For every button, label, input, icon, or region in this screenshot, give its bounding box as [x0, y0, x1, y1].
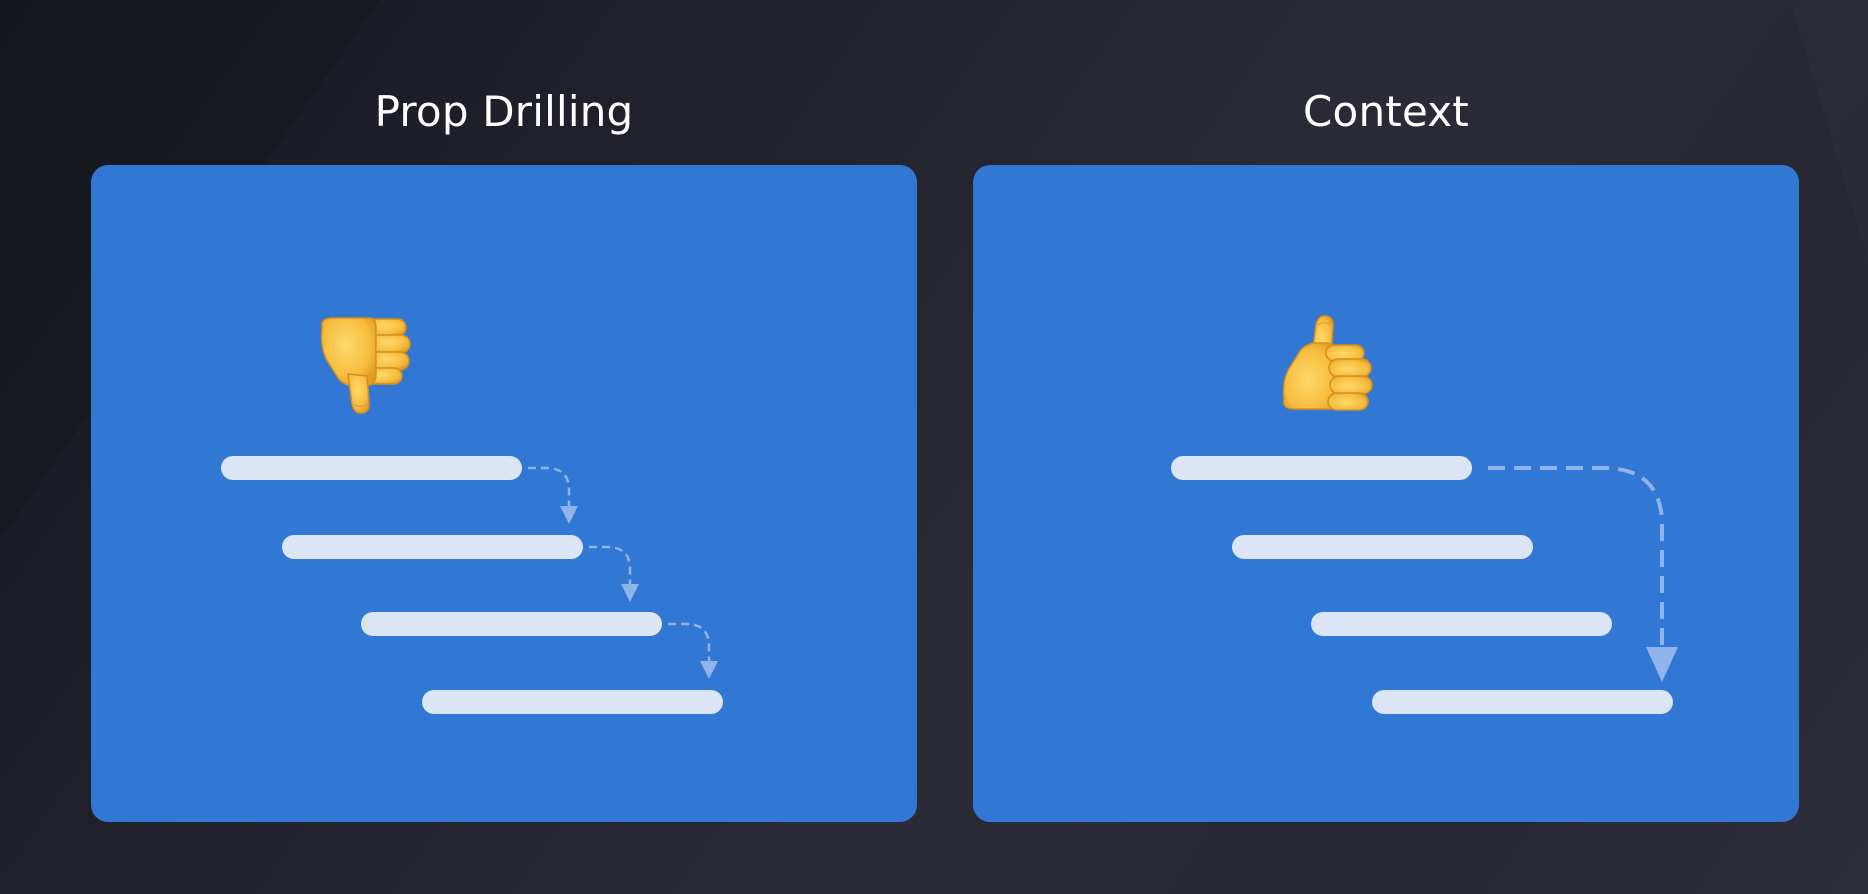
- component-bar-level-2: [1232, 535, 1533, 559]
- prop-pass-arrow-1: [528, 466, 578, 524]
- component-bar-level-1: [221, 456, 522, 480]
- context-panel: [973, 165, 1799, 822]
- component-bar-level-3: [361, 612, 662, 636]
- prop-drilling-panel: [91, 165, 917, 822]
- thumbs-up-icon: [1282, 315, 1373, 411]
- component-bar-level-1: [1171, 456, 1472, 480]
- prop-pass-arrow-2: [589, 545, 639, 602]
- prop-drilling-title: Prop Drilling: [374, 87, 634, 136]
- thumbs-down-icon: [320, 317, 411, 414]
- prop-pass-arrow-3: [668, 622, 718, 679]
- prop-drilling-diagram: [221, 317, 723, 714]
- component-bar-level-3: [1311, 612, 1612, 636]
- context-direct-arrow: [1488, 466, 1678, 682]
- component-bar-level-2: [282, 535, 583, 559]
- context-diagram: [1171, 315, 1678, 714]
- component-bar-level-4: [422, 690, 723, 714]
- component-bar-level-4: [1372, 690, 1673, 714]
- context-title: Context: [1303, 87, 1469, 136]
